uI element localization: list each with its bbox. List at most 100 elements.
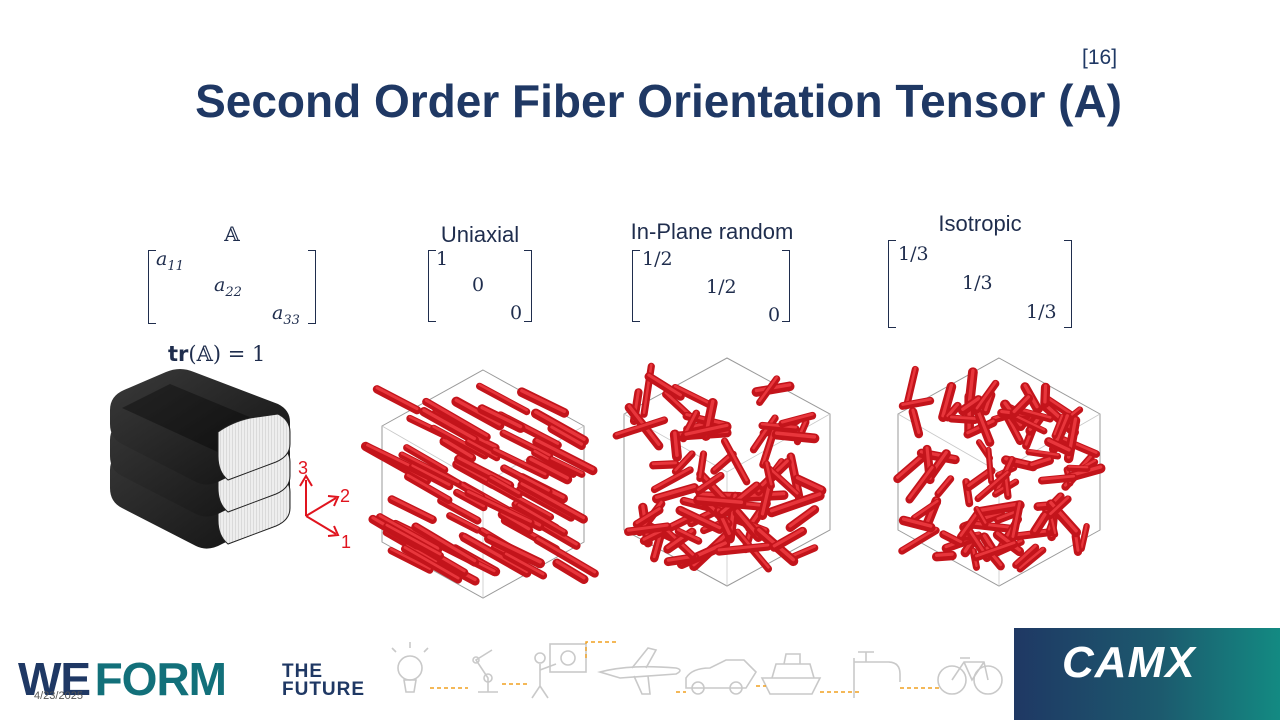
fiber-highlight [723, 438, 748, 482]
fiber-highlight [975, 541, 1016, 558]
fiber-highlight [752, 415, 777, 450]
fiber-group [893, 365, 1106, 573]
fiber [1012, 414, 1048, 435]
fiber-highlight [1047, 438, 1071, 452]
fiber-highlight [615, 417, 666, 436]
fiber-highlight [900, 527, 938, 551]
fiber-highlight [978, 501, 1022, 512]
matrix-entry: 1 [436, 248, 449, 270]
fiber-highlight [1014, 544, 1037, 565]
fiber-highlight [674, 451, 694, 472]
bicycle-icon [937, 657, 1003, 695]
isotropic-matrix: 1/3 1/3 1/3 [888, 240, 1072, 328]
fiber-highlight [385, 523, 442, 556]
fiber-highlight [422, 408, 477, 441]
fiber-highlight [1074, 533, 1080, 552]
fiber [624, 522, 672, 536]
slogan-future-word: FUTURE [282, 679, 366, 700]
fiber-highlight [462, 534, 529, 574]
fiber-highlight [946, 403, 960, 418]
fiber-highlight [1032, 512, 1047, 533]
fiber [1065, 464, 1091, 473]
fiber [778, 411, 817, 428]
fiber-highlight [934, 552, 954, 557]
fiber-highlight [480, 405, 523, 429]
matrix-entry-a33: a33 [272, 302, 300, 328]
fiber-highlight [913, 499, 939, 519]
fiber-highlight [406, 473, 450, 500]
uniaxial-matrix: 1 0 0 [428, 248, 532, 324]
in-plane-label: In-Plane random [630, 219, 794, 244]
fiber-highlight [375, 386, 419, 411]
fiber-highlight [684, 423, 729, 436]
fiber-highlight [457, 456, 512, 486]
fiber-highlight [976, 470, 1009, 499]
fiber [387, 547, 434, 574]
fiber-highlight [1027, 449, 1059, 456]
fiber-highlight [795, 476, 824, 491]
fiber-highlight [534, 410, 586, 441]
isotropic-label: Isotropic [938, 211, 1022, 236]
fiber-highlight [405, 444, 446, 470]
fiber-highlight [760, 486, 771, 516]
fiber [464, 438, 501, 462]
fiber [612, 416, 669, 440]
fiber-highlight [467, 439, 498, 458]
robot-arm-icon [472, 649, 498, 693]
matrix-entry-a11: a11 [156, 248, 184, 274]
fiber-highlight [769, 492, 822, 513]
fiber-highlight [1040, 474, 1076, 481]
fiber [1037, 473, 1078, 485]
camx-logo: CAMX [1062, 638, 1196, 687]
fiber-highlight [520, 389, 567, 414]
matrix-entry: 1/3 [962, 272, 993, 294]
fiber-highlight [654, 484, 696, 499]
fiber-highlight [454, 398, 502, 426]
matrix-entry-a22: a22 [214, 274, 242, 300]
fiber-highlight [698, 451, 705, 479]
slogan-the: THE [282, 661, 323, 682]
fiber-highlight [677, 528, 700, 541]
fiber-highlight [911, 408, 921, 434]
fiber-highlight [780, 412, 814, 424]
fiber-highlight [767, 466, 799, 495]
fiber-highlight [390, 496, 435, 520]
fiber-highlight [936, 476, 952, 494]
matrix-entry: 1/2 [706, 276, 737, 298]
fiber-highlight [389, 547, 431, 570]
fiber [398, 451, 462, 488]
in-plane-fiber-cube [612, 357, 831, 587]
fiber [476, 382, 531, 416]
fiber-highlight [455, 489, 486, 508]
fiber-highlight [765, 461, 773, 486]
fiber-highlight [489, 475, 521, 495]
fiber-highlight [535, 438, 595, 471]
fiber-highlight [1053, 414, 1064, 436]
fiber-highlight [1049, 496, 1070, 516]
fiber-highlight [529, 457, 569, 480]
fiber-highlight [1045, 395, 1076, 417]
in-plane-matrix: 1/2 1/2 0 [632, 248, 790, 326]
fiber [490, 447, 549, 480]
fiber-highlight [550, 425, 584, 446]
fiber-highlight [996, 511, 1016, 520]
fiber [430, 424, 489, 460]
fiber [947, 414, 979, 424]
fiber-highlight [788, 545, 816, 559]
fiber-highlight [653, 467, 692, 490]
fiber-highlight [626, 523, 669, 532]
fiber-highlight [466, 490, 533, 523]
fiber [403, 444, 449, 474]
fiber-highlight [720, 482, 759, 514]
fiber-highlight [987, 447, 993, 481]
fiber-highlight [901, 397, 932, 406]
matrix-entry: 1/3 [1026, 301, 1057, 323]
fiber-highlight [414, 523, 477, 563]
coordinate-axes-diagram: 3 2 1 [298, 458, 351, 552]
airplane-icon [597, 647, 681, 695]
fiber-highlight [478, 383, 528, 412]
slogan-form: FORM [94, 653, 227, 705]
matrix-entry: 1/2 [642, 248, 673, 270]
fiber-highlight [905, 366, 917, 405]
fiber-highlight [635, 507, 661, 525]
